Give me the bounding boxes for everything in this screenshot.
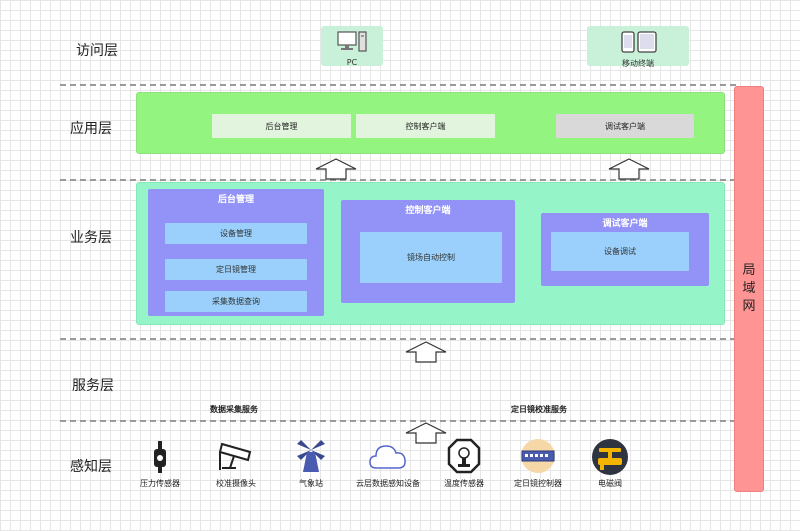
biz-item-auto-control: 镜场自动控制 (360, 232, 502, 283)
device-label: 电磁阀 (598, 479, 622, 488)
layer-label-service: 服务层 (72, 378, 114, 394)
mobile-label: 移动终端 (622, 59, 654, 68)
mobile-icon (621, 31, 657, 53)
layer-divider (60, 179, 736, 181)
device-label: 压力传感器 (140, 479, 180, 488)
app-item-backend: 后台管理 (212, 114, 351, 138)
layer-label-business: 业务层 (70, 230, 112, 246)
lan-char: 域 (742, 281, 756, 296)
layer-divider (60, 84, 736, 86)
device-label: 云层数据感知设备 (356, 479, 420, 488)
layer-divider (60, 338, 736, 340)
device-label: 定日镜控制器 (514, 479, 562, 488)
app-item-control-client: 控制客户端 (356, 114, 495, 138)
biz-item-device-mgmt: 设备管理 (165, 223, 307, 244)
layer-divider (60, 420, 736, 422)
biz-item-data-query: 采集数据查询 (165, 291, 307, 312)
device-label: 校准摄像头 (216, 479, 256, 488)
device-label: 温度传感器 (444, 479, 484, 488)
biz-item-heliostat-mgmt: 定日镜管理 (165, 259, 307, 280)
camera-icon (218, 442, 252, 470)
lan-char: 网 (742, 299, 756, 314)
layer-label-perception: 感知层 (70, 459, 112, 475)
biz-item-device-debug: 设备调试 (551, 232, 689, 271)
cloud-icon (369, 445, 406, 469)
pc-device: PC (321, 26, 383, 67)
layer-label-access: 访问层 (76, 43, 118, 59)
app-item-debug-client: 调试客户端 (556, 114, 694, 138)
valve-icon (592, 439, 628, 475)
device-label: 气象站 (299, 479, 323, 488)
windmill-icon (297, 440, 325, 472)
up-arrow (608, 158, 650, 180)
controller-icon (521, 439, 555, 473)
up-arrow (405, 422, 447, 444)
biz-module-title: 控制客户端 (405, 206, 451, 216)
mobile-device: 移动终端 (587, 26, 689, 68)
up-arrow (405, 341, 447, 363)
layer-label-application: 应用层 (70, 121, 112, 137)
lan-bar: 局 域 网 (734, 86, 764, 492)
pc-icon (337, 31, 367, 52)
service-data-collection: 数据采集服务 (210, 405, 258, 414)
thermometer-icon (447, 438, 481, 474)
service-heliostat-calibration: 定日镜校准服务 (511, 405, 567, 414)
lan-char: 局 (742, 263, 756, 278)
pc-label: PC (346, 58, 358, 67)
biz-module-title: 调试客户端 (602, 219, 648, 229)
up-arrow (315, 158, 357, 180)
pressure-sensor-icon (154, 441, 166, 473)
biz-module-title: 后台管理 (217, 195, 254, 205)
